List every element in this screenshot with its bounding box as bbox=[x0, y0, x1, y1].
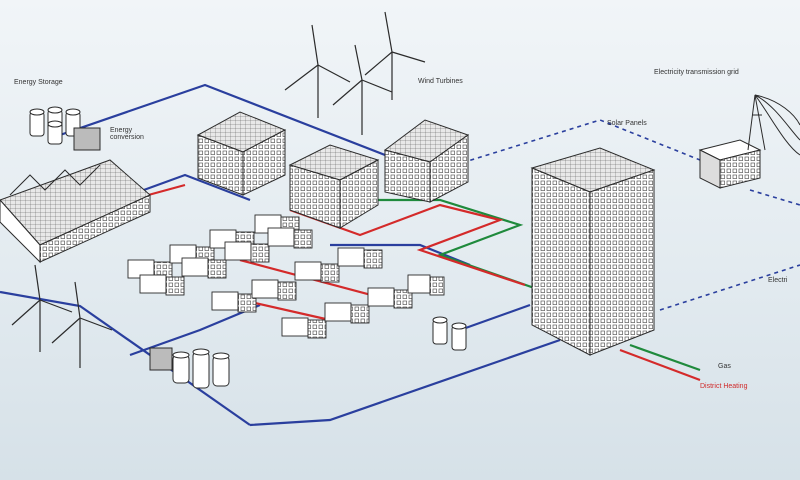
electricity-grid-label: Electricity transmission grid bbox=[654, 69, 739, 76]
blue-line-south bbox=[249, 338, 561, 427]
energy-storage-label: Energy Storage bbox=[14, 79, 63, 86]
blue-line-mid bbox=[129, 303, 261, 357]
tanks-middle bbox=[432, 316, 467, 351]
house bbox=[181, 257, 227, 279]
blue-line-west bbox=[0, 290, 251, 426]
electricity-label-partial: Electri bbox=[768, 277, 788, 284]
factory-building bbox=[0, 159, 151, 264]
gas-label: Gas bbox=[718, 363, 731, 370]
transmission-pylon bbox=[747, 94, 800, 156]
blue-line-village bbox=[330, 243, 471, 267]
blue-line-east bbox=[459, 303, 531, 332]
house bbox=[324, 302, 370, 324]
red-line-south bbox=[619, 348, 701, 382]
house bbox=[367, 287, 413, 309]
house bbox=[139, 274, 185, 296]
wind-turbines-north bbox=[284, 11, 426, 135]
red-line-main bbox=[289, 203, 526, 287]
house bbox=[407, 274, 445, 296]
dashed-line-northeast bbox=[749, 189, 800, 206]
apartment-building-2 bbox=[288, 144, 380, 229]
dashed-line-east bbox=[659, 264, 800, 311]
tower-building bbox=[530, 147, 656, 356]
apartment-building-3 bbox=[383, 119, 470, 203]
energy-storage-tanks-south bbox=[149, 347, 230, 389]
house bbox=[294, 261, 340, 283]
house bbox=[251, 279, 297, 301]
house bbox=[281, 317, 327, 339]
energy-conversion-label: Energy conversion bbox=[110, 127, 144, 141]
blue-line-factory bbox=[129, 173, 251, 202]
district-heating-label: District Heating bbox=[700, 383, 748, 390]
solar-panels-label: Solar Panels bbox=[607, 120, 647, 127]
dashed-line-north bbox=[454, 119, 701, 166]
apartment-building-1 bbox=[196, 111, 287, 196]
blue-line-north bbox=[59, 83, 386, 157]
energy-storage-tanks-north bbox=[29, 106, 101, 151]
green-line-south bbox=[629, 343, 701, 372]
wind-turbines-west bbox=[11, 264, 113, 368]
wind-turbines-label: Wind Turbines bbox=[418, 78, 463, 85]
electricity-network bbox=[0, 83, 561, 427]
house bbox=[337, 247, 383, 269]
house bbox=[211, 291, 257, 313]
grid-substation bbox=[698, 139, 762, 189]
dashed-grid-links bbox=[454, 119, 800, 311]
house bbox=[267, 227, 313, 249]
house bbox=[224, 241, 270, 263]
village-houses bbox=[127, 214, 445, 339]
